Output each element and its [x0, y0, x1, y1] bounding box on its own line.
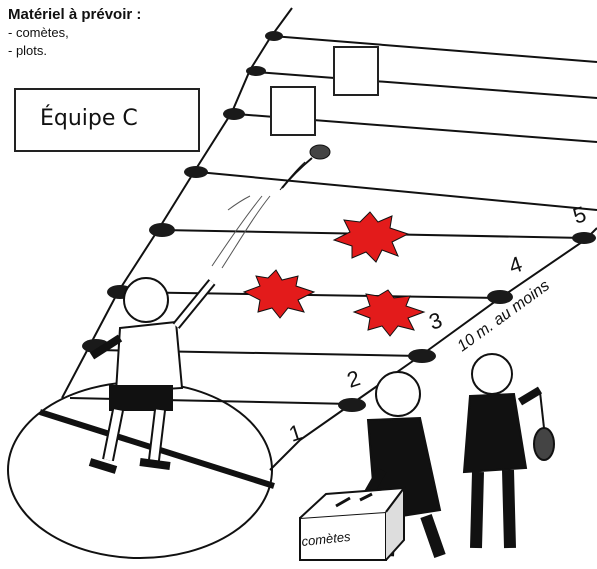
lane-number-1: 1 — [286, 419, 305, 447]
throwing-child — [88, 277, 216, 474]
materials-list: Matériel à prévoir : - comètes, - plots. — [8, 6, 141, 60]
lane-number-3: 3 — [426, 307, 445, 335]
red-star — [352, 289, 426, 337]
cone — [572, 232, 596, 244]
red-star — [242, 269, 316, 319]
lane-number-4: 4 — [506, 251, 525, 279]
team-label-box: Équipe C — [14, 88, 200, 152]
red-star — [332, 211, 410, 263]
team-label: Équipe C — [40, 106, 138, 131]
comet-in-flight — [211, 144, 331, 269]
lane-number-2: 2 — [344, 365, 363, 393]
cone — [265, 31, 283, 41]
materials-title: Matériel à prévoir : — [8, 6, 142, 23]
lane-number-5: 5 — [570, 201, 589, 229]
cone — [408, 349, 436, 363]
cone — [184, 166, 208, 178]
red-stars — [242, 211, 426, 337]
cones — [82, 31, 596, 412]
cone — [246, 66, 266, 76]
blank-box — [333, 46, 379, 96]
cone — [149, 223, 175, 237]
materials-item: - plots. — [8, 43, 48, 58]
distance-label: 10 m. au moins — [454, 277, 552, 355]
cone — [223, 108, 245, 120]
cone — [487, 290, 513, 304]
materials-item: - comètes, — [8, 25, 69, 40]
cone — [338, 398, 366, 412]
box-label: comètes — [301, 529, 352, 549]
blank-box — [270, 86, 316, 136]
comets-box — [299, 485, 407, 561]
